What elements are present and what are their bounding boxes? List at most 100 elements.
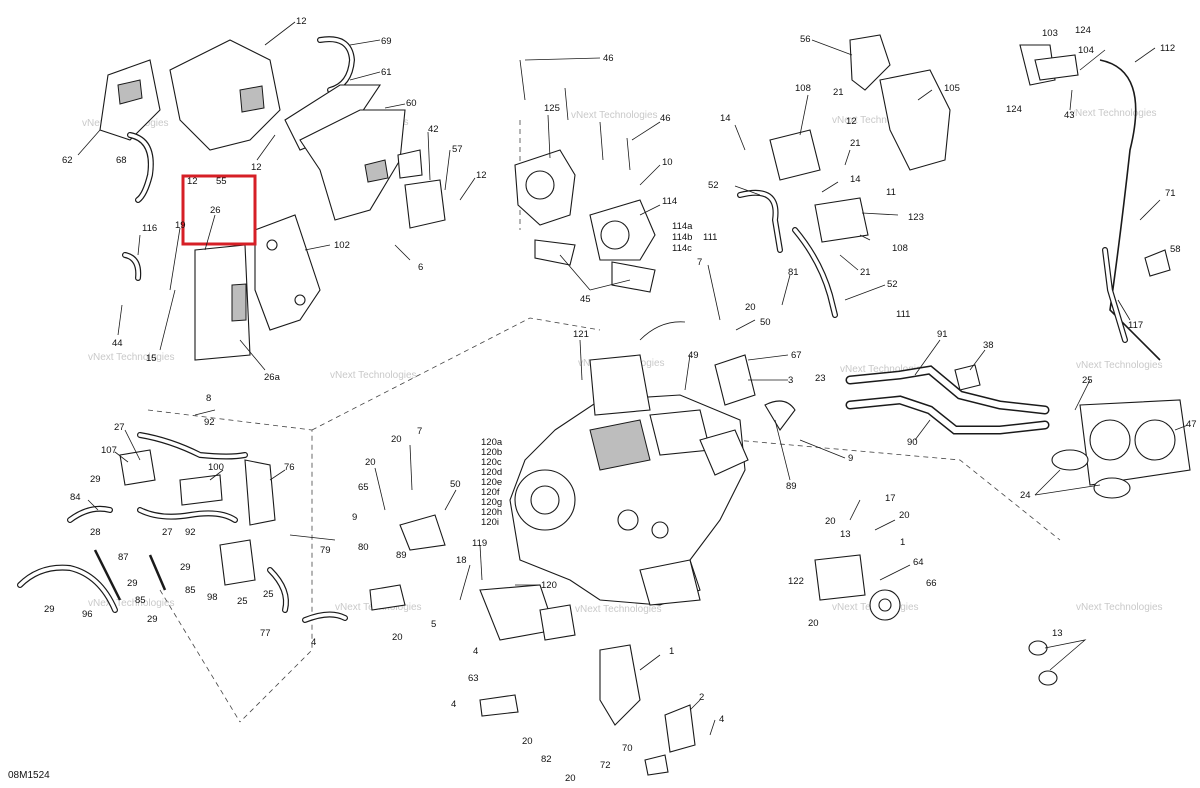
callout-label: 62: [62, 155, 73, 166]
callout-label: 12: [296, 16, 307, 27]
callout-label: 20: [391, 434, 402, 445]
callout-label: 72: [600, 760, 611, 771]
callout-label: 77: [260, 628, 271, 639]
callout-label: 2: [699, 692, 704, 703]
watermark: vNext Technologies: [88, 352, 175, 363]
callout-label: 21: [860, 267, 871, 278]
callout-label: 64: [913, 557, 924, 568]
callout-label: 29: [44, 604, 55, 615]
callout-label: 90: [907, 437, 918, 448]
watermark: vNext Technologies: [832, 115, 919, 126]
callout-label: 4: [719, 714, 724, 725]
callout-label: 4: [451, 699, 456, 710]
callout-label: 120f: [481, 487, 500, 498]
callout-label: 14: [850, 174, 861, 185]
callout-label: 104: [1078, 45, 1094, 56]
callout-label: 92: [204, 417, 215, 428]
callout-label: 114c: [672, 243, 692, 254]
callout-label: 87: [118, 552, 129, 563]
callout-label: 26: [210, 205, 221, 216]
callout-label: 13: [1052, 628, 1063, 639]
callout-label: 102: [334, 240, 350, 251]
callout-label: 8: [206, 393, 211, 404]
callout-label: 20: [745, 302, 756, 313]
callout-label: 29: [90, 474, 101, 485]
watermark: vNext Technologies: [1076, 602, 1163, 613]
callout-label: 20: [825, 516, 836, 527]
callout-label: 13: [840, 529, 851, 540]
pump-assembly: [514, 59, 656, 293]
callout-label: 68: [116, 155, 127, 166]
callout-label: 65: [358, 482, 369, 493]
ignition-assembly: [737, 34, 1171, 361]
callout-label: 9: [848, 453, 853, 464]
callout-label: 69: [381, 36, 392, 47]
callout-label: 82: [541, 754, 552, 765]
callout-label: 81: [788, 267, 799, 278]
callout-label: 116: [142, 223, 157, 234]
callout-label: 10: [662, 157, 673, 168]
callout-label: 108: [795, 83, 811, 94]
callout-label: 14: [720, 113, 731, 124]
callout-label: 98: [207, 592, 218, 603]
callout-label: 20: [808, 618, 819, 629]
diagram-code: 08M1524: [8, 770, 50, 781]
callout-label: 25: [263, 589, 274, 600]
callout-label: 57: [452, 144, 463, 155]
callout-labels: 12 69 61 60 62 68 42 57 12 12 12 55 26 1…: [44, 16, 1197, 784]
callout-label: 21: [850, 138, 861, 149]
callout-label: 5: [431, 619, 436, 630]
callout-label: 108: [892, 243, 908, 254]
callout-label: 26a: [264, 372, 281, 383]
callout-label: 121: [573, 329, 589, 340]
callout-label: 11: [886, 187, 896, 198]
watermark: vNext Technologies: [330, 370, 417, 381]
callout-label: 20: [899, 510, 910, 521]
callout-label: 56: [800, 34, 811, 45]
leader-lines: [77, 21, 1189, 736]
callout-label: 111: [896, 309, 910, 320]
callout-label: 114a: [672, 221, 693, 232]
callout-label: 20: [365, 457, 376, 468]
engine-assembly: [479, 321, 749, 641]
callout-label: 124: [1075, 25, 1091, 36]
callout-label: 85: [135, 595, 146, 606]
callout-label: 28: [90, 527, 101, 538]
watermark: vNext Technologies: [575, 604, 662, 615]
callout-label: 45: [580, 294, 591, 305]
callout-label: 61: [381, 67, 392, 78]
callout-label: 111: [703, 232, 717, 243]
callout-label: 29: [147, 614, 158, 625]
callout-label: 25: [237, 596, 248, 607]
callout-label: 105: [944, 83, 960, 94]
callout-label: 24: [1020, 490, 1031, 501]
callout-label: 17: [885, 493, 896, 504]
callout-label: 1: [900, 537, 905, 548]
callout-label: 120g: [481, 497, 502, 508]
callout-label: 120b: [481, 447, 502, 458]
cover-assembly: [99, 36, 446, 361]
callout-label: 70: [622, 743, 633, 754]
callout-label: 92: [185, 527, 196, 538]
watermark: vNext Technologies: [1070, 108, 1157, 119]
callout-label: 85: [185, 585, 196, 596]
callout-label: 9: [352, 512, 357, 523]
callout-label: 52: [887, 279, 898, 290]
callout-label: 15: [146, 353, 157, 364]
callout-label: 103: [1042, 28, 1058, 39]
callout-label: 120c: [481, 457, 502, 468]
callout-label: 6: [418, 262, 423, 273]
callout-label: 114b: [672, 232, 692, 243]
callout-label: 120i: [481, 517, 499, 528]
bottom-center-assembly: [479, 644, 696, 776]
callout-label: 122: [788, 576, 804, 587]
callout-label: 38: [983, 340, 994, 351]
lower-right-assembly: [814, 554, 1087, 686]
callout-label: 112: [1160, 43, 1175, 54]
callout-label: 60: [406, 98, 417, 109]
callout-label: 100: [208, 462, 224, 473]
callout-label: 84: [70, 492, 81, 503]
watermark: vNext Technologies: [88, 598, 175, 609]
callout-label: 120h: [481, 507, 502, 518]
hose-assembly: [17, 432, 446, 623]
